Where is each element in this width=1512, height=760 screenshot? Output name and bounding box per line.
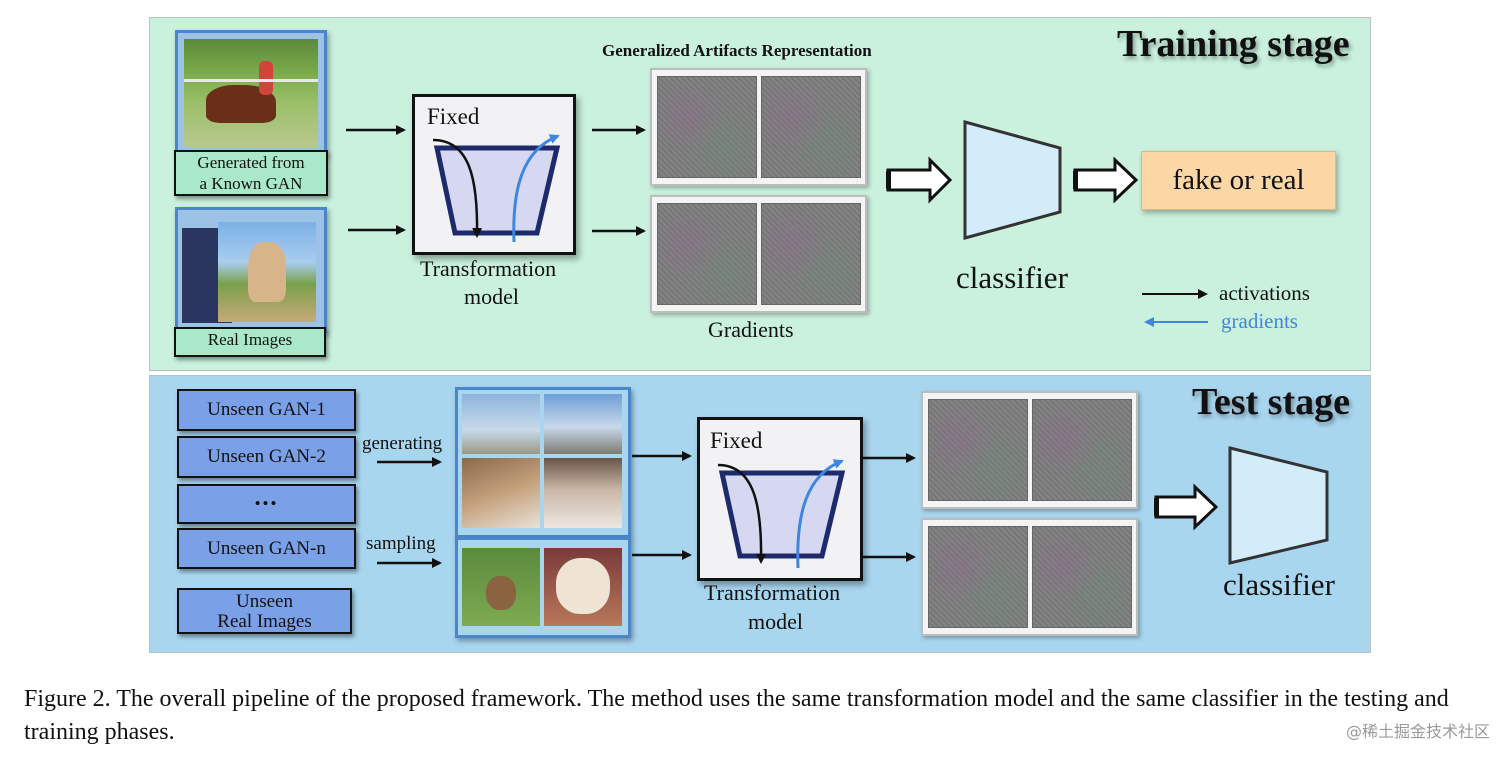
test-fixed-label: Fixed <box>710 428 763 453</box>
hollow-arrow-to-classifier <box>886 156 953 204</box>
gradient-map <box>761 76 861 178</box>
unseen-real-line2: Real Images <box>217 611 312 632</box>
unseen-gan-2-box: Unseen GAN-2 <box>177 436 356 478</box>
gradient-map <box>1032 526 1132 628</box>
test-stage-title: Test stage <box>1192 381 1350 423</box>
test-artifacts-pair-1 <box>921 391 1138 509</box>
training-activation-curve <box>432 138 483 238</box>
training-model-label-line1: Transformation <box>420 256 557 281</box>
unseen-gan-n-box: Unseen GAN-n <box>177 528 356 569</box>
sampling-label: sampling <box>366 533 436 554</box>
training-model-trapezoid <box>433 145 561 236</box>
unseen-real-images-box: Unseen Real Images <box>177 588 352 634</box>
poodle-photo <box>544 548 622 626</box>
gradient-map <box>928 399 1028 501</box>
training-fixed-label: Fixed <box>427 104 480 129</box>
training-classifier-shape <box>963 120 1062 240</box>
training-artifacts-pair-1 <box>650 68 867 186</box>
rabbit-photo <box>462 548 540 626</box>
horse-rider-photo <box>184 39 318 147</box>
pony-photo <box>218 222 316 322</box>
gradient-map <box>657 203 757 305</box>
generated-from-known-gan-label: Generated from a Known GAN <box>174 150 328 196</box>
unseen-real-line1: Unseen <box>236 591 293 612</box>
legend-activations-label: activations <box>1219 281 1310 305</box>
real-images-label: Real Images <box>174 327 326 357</box>
training-model-label-line2: model <box>464 284 519 309</box>
test-hollow-arrow-to-classifier <box>1154 483 1219 531</box>
training-stage-title: Training stage <box>1117 23 1350 65</box>
generated-label-line2: a Known GAN <box>199 174 303 193</box>
test-classifier-shape <box>1228 446 1329 565</box>
artifacts-heading: Generalized Artifacts Representation <box>602 41 872 60</box>
generating-label: generating <box>362 433 443 454</box>
test-classifier-label: classifier <box>1223 567 1335 602</box>
gradient-map <box>928 526 1028 628</box>
generated-label-line1: Generated from <box>197 153 305 172</box>
unseen-gan-1-box: Unseen GAN-1 <box>177 389 356 431</box>
figure-caption: Figure 2. The overall pipeline of the pr… <box>24 686 1449 745</box>
airplane-photo-2 <box>544 394 622 454</box>
bedroom-photo-1 <box>462 458 540 528</box>
gradient-map <box>761 203 861 305</box>
watermark: @稀土掘金技术社区 <box>1345 722 1490 741</box>
legend-gradients-label: gradients <box>1221 309 1298 333</box>
training-artifacts-pair-2 <box>650 195 867 313</box>
test-model-label-line1: Transformation <box>704 580 841 605</box>
gradients-label: Gradients <box>708 317 794 342</box>
test-artifacts-pair-2 <box>921 518 1138 636</box>
training-classifier-label: classifier <box>956 260 1068 295</box>
real-test-images <box>455 537 631 638</box>
fake-or-real-output: fake or real <box>1141 151 1336 210</box>
test-model-trapezoid <box>718 470 846 559</box>
test-model-label-line2: model <box>748 609 803 634</box>
ellipsis-box: ••• <box>177 484 356 524</box>
real-image-frame <box>175 207 327 333</box>
hollow-arrow-to-output <box>1073 156 1139 204</box>
bedroom-photo-2 <box>544 458 622 528</box>
test-activation-curve <box>717 463 767 564</box>
gradient-map <box>657 76 757 178</box>
airplane-photo-1 <box>462 394 540 454</box>
training-gradient-curve <box>512 134 560 243</box>
gradient-map <box>1032 399 1132 501</box>
generated-test-images <box>455 387 631 538</box>
test-gradient-curve <box>796 459 844 569</box>
